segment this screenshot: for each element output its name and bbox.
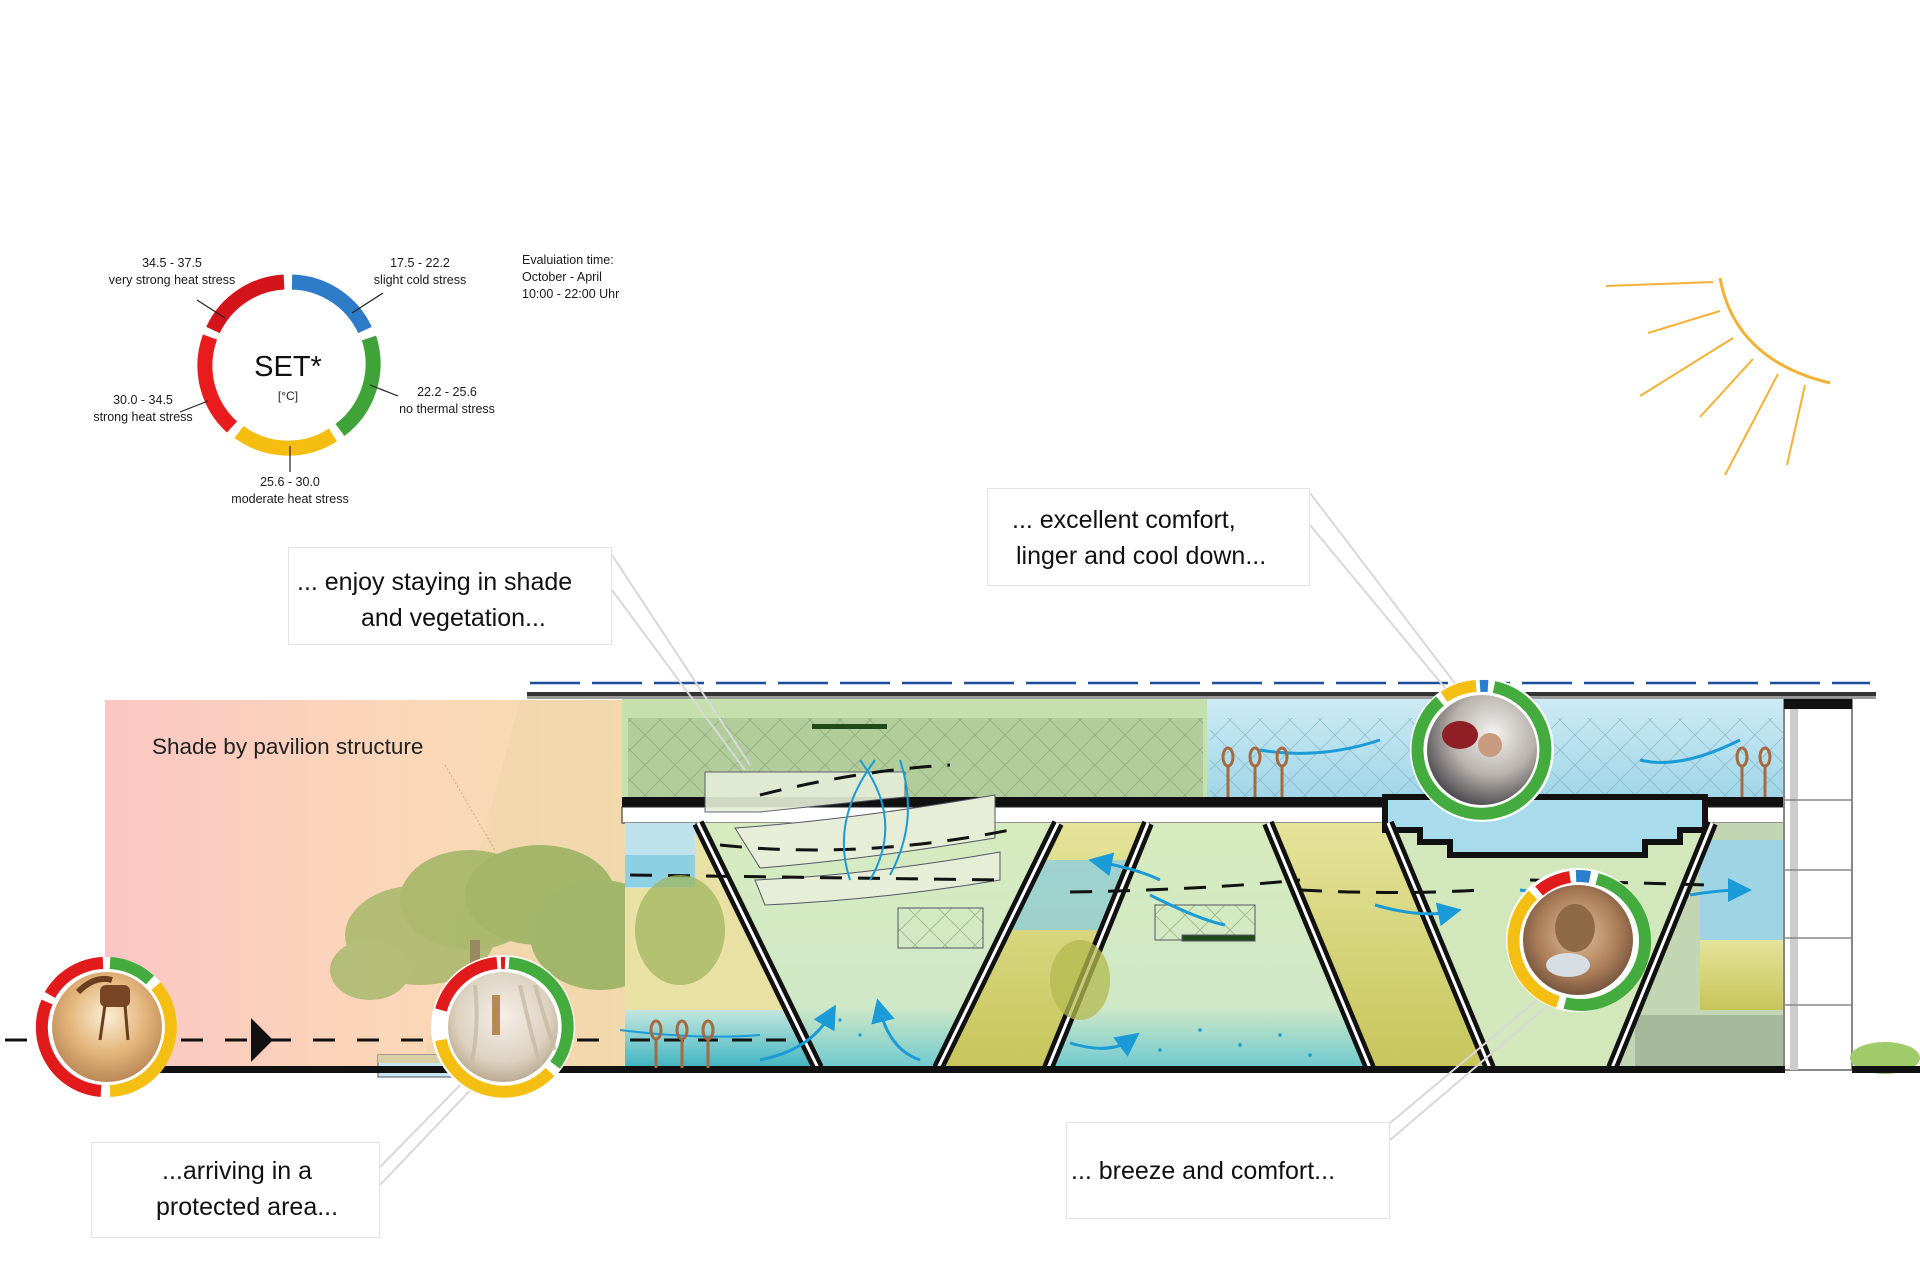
legend-label-very-strong-heat: 34.5 - 37.5 very strong heat stress [82, 255, 262, 289]
legend-text: strong heat stress [93, 410, 193, 424]
legend-center-title: SET* [254, 351, 322, 383]
callout-line: ...arriving in a [162, 1157, 313, 1185]
comfort-circle-entry [431, 955, 575, 1099]
legend-range: 22.2 - 25.6 [417, 385, 477, 399]
set-legend-ring [197, 274, 381, 456]
legend-center-unit: [°C] [277, 389, 299, 403]
sun-icon [1605, 277, 1831, 476]
comfort-circle-breeze [1506, 868, 1652, 1012]
callout-shade-vegetation: ... enjoy staying in shade and vegetatio… [288, 547, 612, 645]
legend-text: slight cold stress [373, 273, 467, 287]
legend-range: 17.5 - 22.2 [390, 256, 450, 270]
legend-label-strong-heat: 30.0 - 34.5 strong heat stress [76, 392, 210, 426]
evaluation-hours: 10:00 - 22:00 Uhr [522, 287, 620, 301]
evaluation-time: Evaluiation time: October - April 10:00 … [522, 252, 619, 303]
legend-range: 25.6 - 30.0 [260, 475, 320, 489]
callout-line: ... breeze and comfort... [1071, 1157, 1336, 1185]
shade-zone-label: Shade by pavilion structure [152, 734, 424, 759]
callout-breeze: ... breeze and comfort... [1066, 1122, 1390, 1219]
callout-line: protected area... [156, 1193, 339, 1221]
evaluation-heading: Evaluiation time: [522, 253, 614, 267]
direction-arrow-icon [251, 1018, 273, 1062]
legend-label-slight-cold: 17.5 - 22.2 slight cold stress [350, 255, 490, 289]
callout-excellent-comfort: ... excellent comfort, linger and cool d… [987, 488, 1310, 586]
callout-line: ... excellent comfort, [1012, 506, 1236, 534]
callout-line: linger and cool down... [1016, 542, 1267, 570]
legend-range: 30.0 - 34.5 [113, 393, 173, 407]
legend-text: very strong heat stress [108, 273, 236, 287]
evaluation-months: October - April [522, 270, 602, 284]
callout-line: ... enjoy staying in shade [297, 568, 573, 596]
comfort-circle-desert [35, 957, 177, 1097]
legend-leader-lines [179, 292, 399, 472]
legend-text: moderate heat stress [231, 492, 349, 506]
legend-text: no thermal stress [399, 402, 495, 416]
callout-leaders [379, 492, 1561, 1186]
legend-range: 34.5 - 37.5 [142, 256, 202, 270]
callout-line: and vegetation... [361, 604, 546, 632]
callout-arriving: ...arriving in a protected area... [91, 1142, 380, 1238]
legend-label-moderate-heat: 25.6 - 30.0 moderate heat stress [210, 474, 370, 508]
legend-label-no-thermal: 22.2 - 25.6 no thermal stress [372, 384, 522, 418]
comfort-circle-mist [1410, 678, 1554, 822]
